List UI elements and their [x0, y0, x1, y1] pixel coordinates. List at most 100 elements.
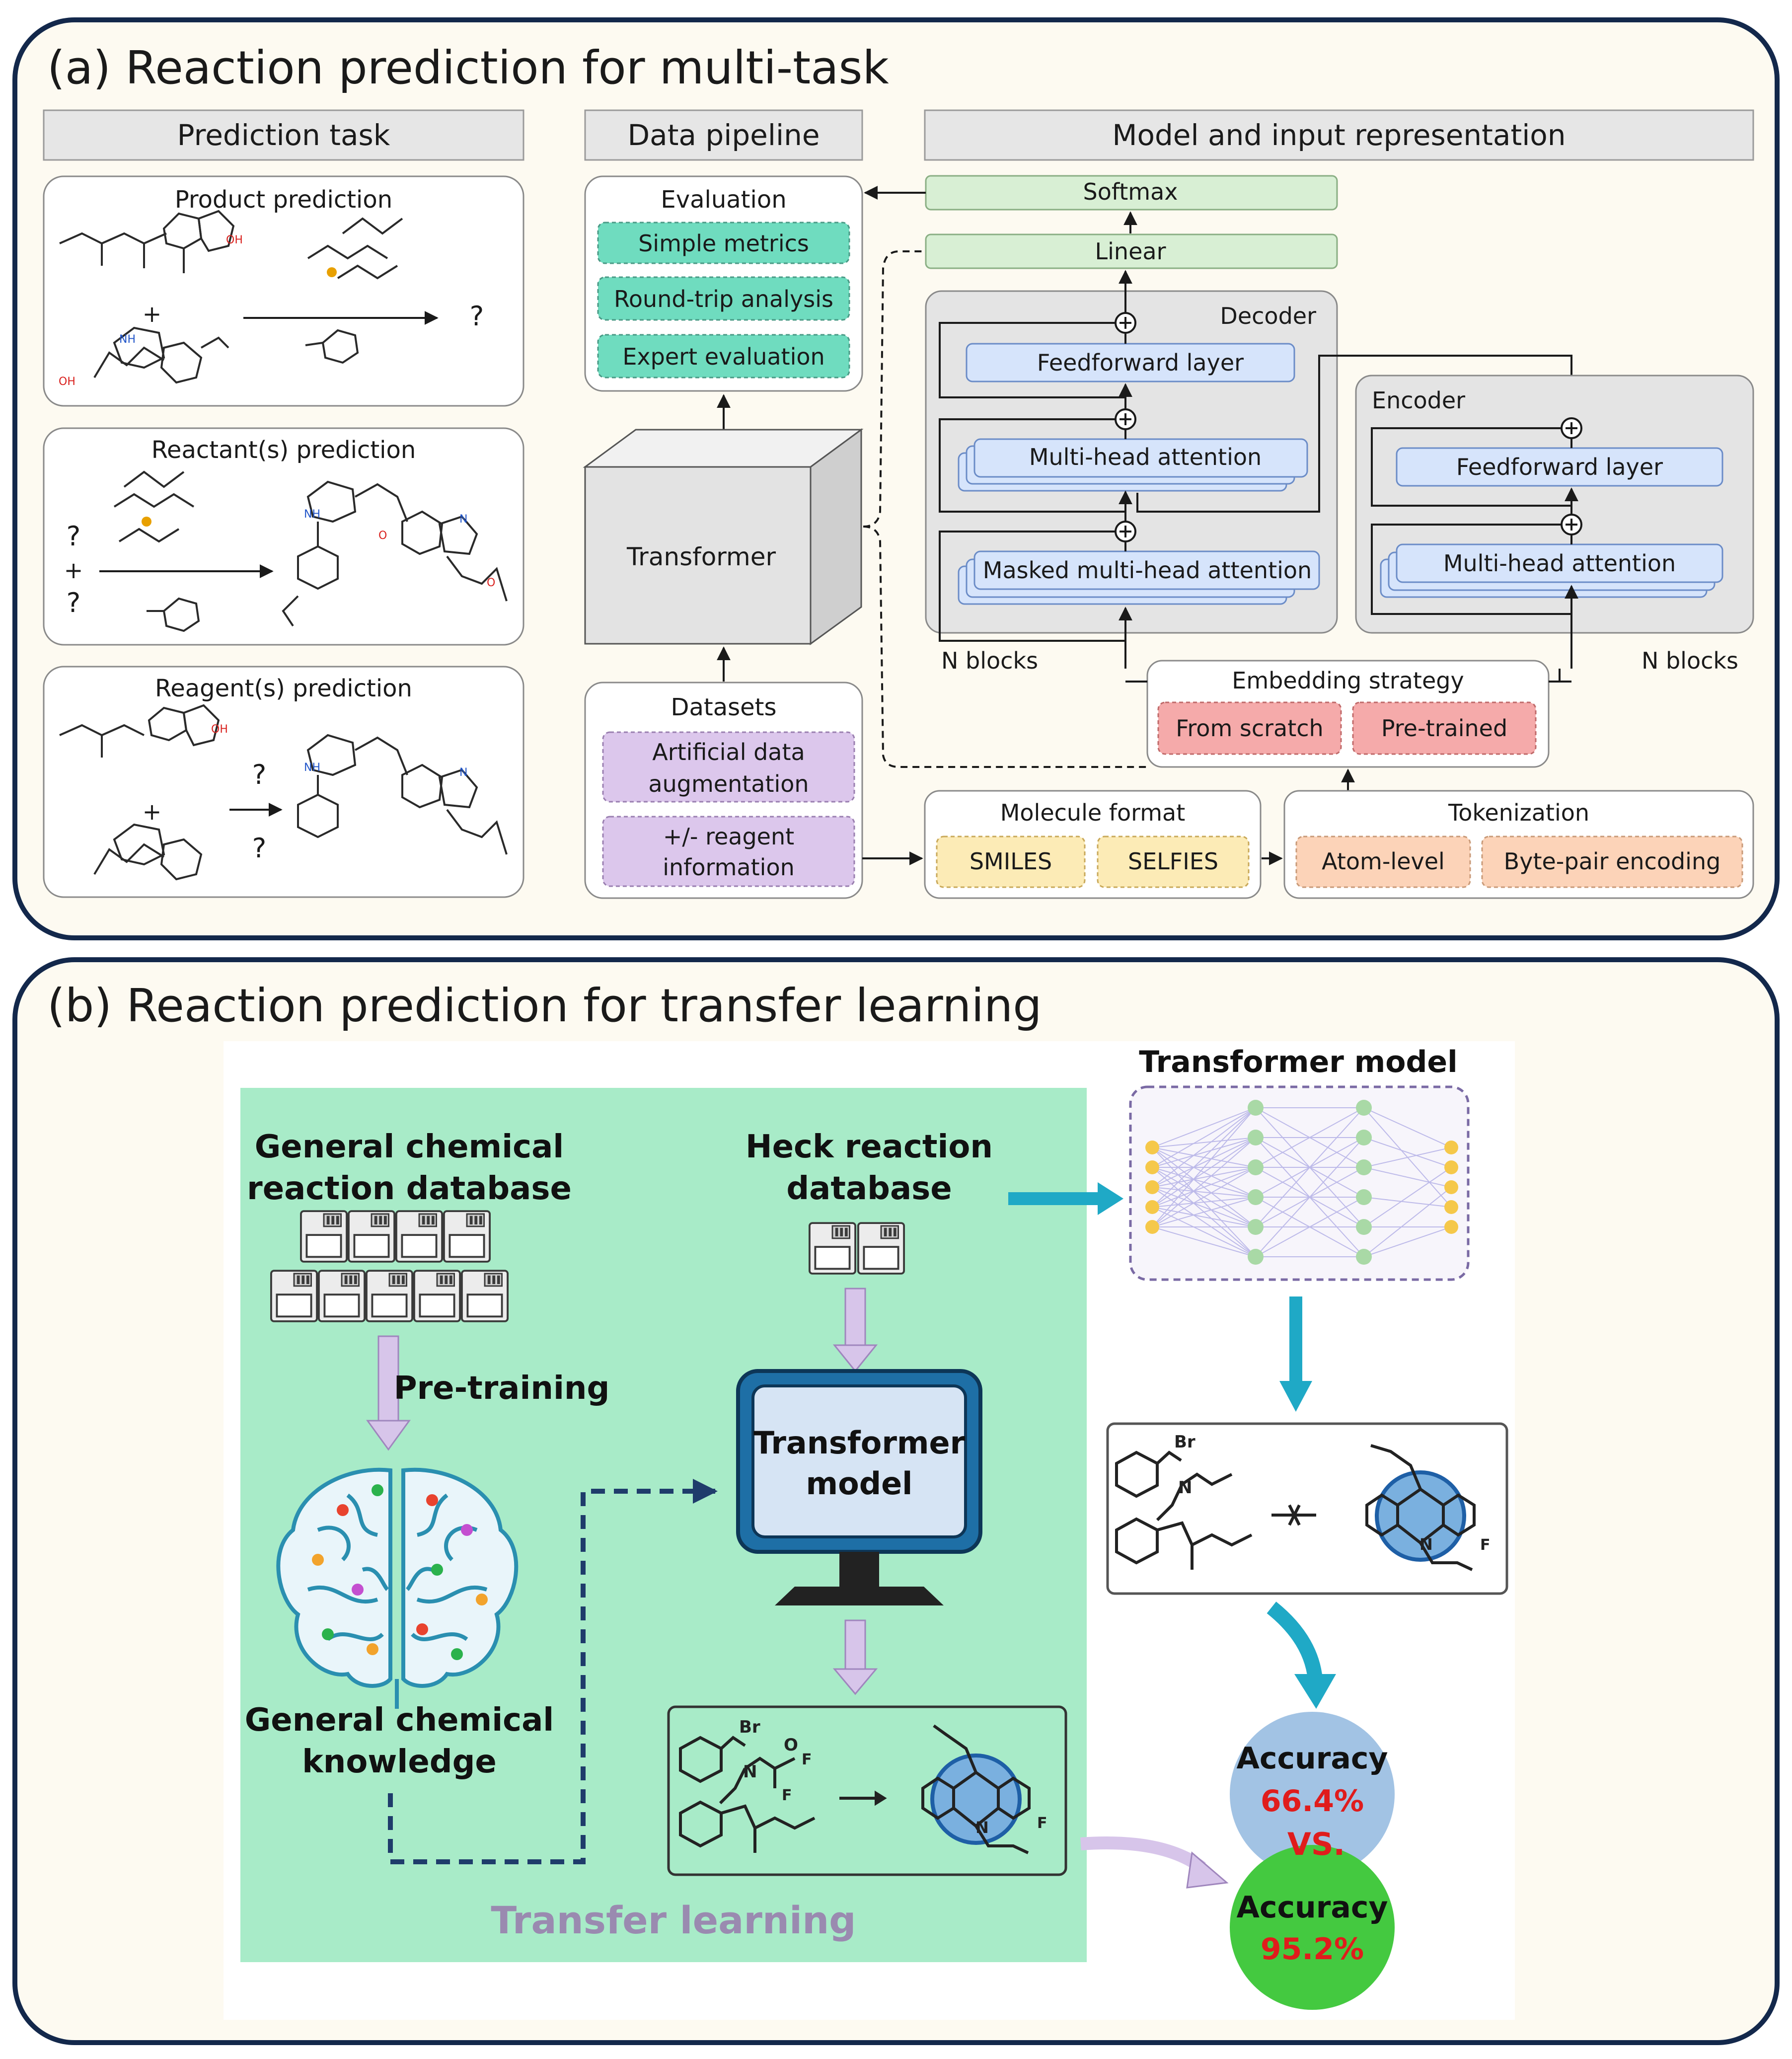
- general-db-label: reaction database: [247, 1170, 572, 1207]
- decoder-label: Decoder: [1220, 303, 1316, 329]
- atom-label: Br: [739, 1717, 760, 1737]
- embedding-option: Pre-trained: [1381, 715, 1507, 742]
- atom-label: F: [1480, 1536, 1491, 1554]
- evaluation-title: Evaluation: [661, 186, 786, 214]
- reaction-scheme-fail: Br N N F: [1106, 1422, 1508, 1595]
- reactant-prediction-card: Reactant(s) prediction ? + ? NH O O N: [43, 427, 524, 646]
- atom-label: O: [784, 1735, 798, 1755]
- decoder-feedforward: Feedforward layer: [1037, 349, 1244, 376]
- accuracy-transfer-circle: Accuracy 95.2%: [1230, 1845, 1395, 2010]
- atom-label: N: [743, 1762, 757, 1782]
- atom-label: OH: [59, 376, 75, 388]
- encoder-connectors: [1371, 417, 1582, 683]
- atom-label: N: [1419, 1535, 1433, 1554]
- molecule-format-box: Molecule format SMILES SELFIES: [924, 790, 1262, 899]
- decoder-block: Decoder Feedforward layer Multi-head att…: [925, 270, 1572, 669]
- transformer-network: [1129, 1085, 1470, 1281]
- atom-label: O: [487, 577, 495, 589]
- question-mark: ?: [470, 301, 484, 332]
- pretraining-arrow: [366, 1335, 411, 1451]
- accuracy-value-transfer: 95.2%: [1261, 1932, 1364, 1967]
- datasets-item-line: +/- reagent: [663, 823, 794, 850]
- molecule-drawing: [113, 470, 508, 632]
- molecule-format-title: Molecule format: [1000, 799, 1186, 826]
- atom-label: O: [378, 530, 387, 542]
- transformer-monitor: Transformer model: [736, 1369, 982, 1605]
- datasets-title: Datasets: [671, 693, 777, 721]
- product-prediction-card: Product prediction + ? OH OH NH: [43, 175, 524, 407]
- monitor-label: Transformer: [753, 1425, 966, 1461]
- heteroatom-marks: [327, 267, 337, 277]
- decoder-connectors: [939, 270, 1572, 669]
- encoder-n-blocks: N blocks: [1642, 647, 1738, 674]
- monitor-label: model: [806, 1465, 913, 1502]
- linear-box: Linear: [925, 233, 1338, 269]
- header-data-pipeline-label: Data pipeline: [627, 118, 820, 152]
- molecule-drawing: [59, 704, 508, 881]
- embedding-option: From scratch: [1176, 715, 1323, 742]
- encoder-label: Encoder: [1372, 387, 1465, 414]
- decoder-masked-mha: Masked multi-head attention: [983, 557, 1312, 584]
- encoder-block: Encoder Feedforward layer Multi-head att…: [1355, 375, 1754, 683]
- teal-arrow-down: [1279, 1296, 1312, 1412]
- question-mark: ?: [67, 587, 81, 618]
- monitor-arrow: [832, 1619, 878, 1695]
- tokenization-title: Tokenization: [1448, 799, 1589, 826]
- decoder-n-blocks: N blocks: [941, 647, 1038, 674]
- atom-label: Br: [1174, 1432, 1195, 1452]
- evaluation-item: Round-trip analysis: [614, 286, 833, 312]
- atom-label: OH: [211, 723, 228, 736]
- knowledge-label: General chemical: [245, 1702, 554, 1739]
- softmax-box: Softmax: [925, 175, 1338, 211]
- column-headers: Prediction task Data pipeline Model and …: [43, 109, 1754, 161]
- header-model: [924, 109, 1754, 161]
- evaluation-item: Expert evaluation: [622, 343, 824, 370]
- brain-nodes: [312, 1484, 488, 1660]
- knowledge-to-model-connector: [388, 1479, 718, 1864]
- tokenization-option: Byte-pair encoding: [1504, 848, 1721, 875]
- reactant-prediction-label: Reactant(s) prediction: [151, 436, 416, 464]
- accuracy-baseline-circle: Accuracy 66.4%: [1230, 1712, 1395, 1877]
- atom-label: N: [459, 766, 467, 779]
- panel-b-title: (b) Reaction prediction for transfer lea…: [47, 979, 1042, 1032]
- question-mark: ?: [252, 759, 267, 790]
- tokenization-box: Tokenization Atom-level Byte-pair encodi…: [1283, 790, 1754, 899]
- atom-label: N: [459, 513, 467, 526]
- softmax-label: Softmax: [1083, 178, 1178, 205]
- accuracy-value-baseline: 66.4%: [1261, 1784, 1364, 1819]
- datasets-box: Datasets Artificial data augmentation +/…: [584, 682, 863, 899]
- atom-label: N: [975, 1818, 989, 1837]
- embedding-box: Embedding strategy From scratch Pre-trai…: [1146, 660, 1550, 768]
- datasets-item-line: information: [663, 854, 795, 881]
- knowledge-label: knowledge: [302, 1744, 497, 1780]
- atom-label: F: [782, 1787, 792, 1804]
- atom-label: OH: [226, 234, 243, 246]
- brain-icon: [276, 1467, 519, 1709]
- datasets-item-line: Artificial data: [652, 739, 805, 765]
- product-prediction-label: Product prediction: [175, 186, 392, 214]
- accuracy-label: Accuracy: [1236, 1890, 1388, 1925]
- header-prediction-task-label: Prediction task: [177, 118, 390, 152]
- atom-label: NH: [119, 333, 136, 346]
- plus-sign: +: [143, 301, 162, 327]
- general-db-label: General chemical: [255, 1129, 564, 1165]
- heck-db-label: database: [786, 1170, 952, 1207]
- transformer-cube: Transformer: [583, 428, 864, 645]
- embedding-title: Embedding strategy: [1232, 667, 1464, 694]
- molecule-drawing: [59, 210, 403, 384]
- linear-label: Linear: [1095, 238, 1166, 265]
- header-data-pipeline: [584, 109, 863, 161]
- evaluation-item: Simple metrics: [638, 230, 809, 257]
- header-model-label: Model and input representation: [1112, 118, 1566, 152]
- reagent-prediction-card: Reagent(s) prediction + ? ? OH NH N: [43, 666, 524, 898]
- plus-sign: +: [64, 557, 83, 584]
- tokenization-option: Atom-level: [1322, 848, 1445, 875]
- accuracy-label: Accuracy: [1236, 1741, 1388, 1776]
- header-prediction-task: [43, 109, 524, 161]
- datasets-item-line: augmentation: [648, 770, 809, 797]
- heck-db-label: Heck reaction: [746, 1129, 993, 1165]
- versus-label: VS.: [1287, 1826, 1345, 1862]
- atom-label: NH: [304, 762, 320, 774]
- transfer-learning-label: Transfer learning: [491, 1898, 856, 1942]
- brace-bottom: [863, 526, 1150, 768]
